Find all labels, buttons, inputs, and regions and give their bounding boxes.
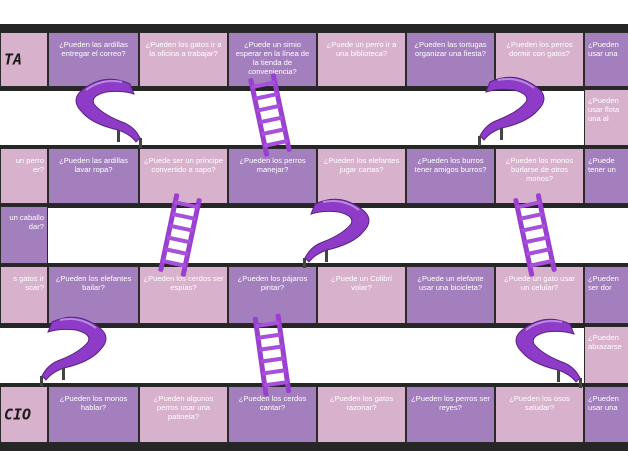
- board-square[interactable]: ¿Pueden los burros tener amigos burros?: [406, 148, 495, 204]
- board-square[interactable]: ¿Pueden los gatos razonar?: [317, 386, 406, 443]
- board-square[interactable]: un perro er?: [0, 148, 48, 204]
- board-square[interactable]: un caballo dar?: [0, 206, 48, 264]
- board-frame: [0, 263, 628, 268]
- finish-label-cell: TA: [0, 32, 48, 87]
- board-square[interactable]: ¿Puede un elefante usar una bicicleta?: [406, 266, 495, 324]
- ladder: [247, 72, 293, 158]
- board-square[interactable]: ¿Puede un perro ir a una biblioteca?: [317, 32, 406, 87]
- board-square[interactable]: ¿Pueden los perros ser reyes?: [406, 386, 495, 443]
- ladder: [252, 313, 292, 397]
- board-square[interactable]: ¿Puede ser un príncipe convertido a sapo…: [139, 148, 228, 204]
- boot-slide: [39, 316, 107, 387]
- board-frame-bottom: [0, 442, 628, 451]
- board-frame: [0, 323, 628, 328]
- board-square[interactable]: ¿Pueden los osos saludar?: [495, 386, 584, 443]
- board-square[interactable]: ¿Puede tener un: [584, 148, 628, 204]
- board-square[interactable]: ¿Pueden las tortugas organizar una fiest…: [406, 32, 495, 87]
- board-square[interactable]: ¿Pueden los perros dormir con gatos?: [495, 32, 584, 87]
- board-square[interactable]: ¿Pueden ser dor: [584, 266, 628, 324]
- board-square[interactable]: ¿Pueden los pájaros pintar?: [228, 266, 317, 324]
- start-label: CIO: [4, 405, 32, 423]
- board-square[interactable]: ¿Pueden los perros manejar?: [228, 148, 317, 204]
- board-square[interactable]: ¿Pueden los cerdos cantar?: [228, 386, 317, 443]
- board-square[interactable]: ¿Pueden las ardillas lavar ropa?: [48, 148, 139, 204]
- board-square[interactable]: ¿Puede un Colibrí volar?: [317, 266, 406, 324]
- board-square[interactable]: ¿Pueden los gatos ir a la oficina a trab…: [139, 32, 228, 87]
- board-square[interactable]: ¿Pueden los monos hablar?: [48, 386, 139, 443]
- board-square[interactable]: ¿Pueden usar una: [584, 32, 628, 87]
- board-square[interactable]: ¿Pueden abrazarse: [584, 326, 628, 384]
- board-square[interactable]: s gatos ir scar?: [0, 266, 48, 324]
- board-square[interactable]: ¿Pueden usar flota una al: [584, 89, 628, 146]
- finish-label: TA: [4, 50, 23, 68]
- board-square[interactable]: ¿Pueden los cerdos ser espías?: [139, 266, 228, 324]
- boot-slide: [477, 76, 545, 147]
- board-square[interactable]: ¿Pueden algunos perros usar una patineta…: [139, 386, 228, 443]
- board-square[interactable]: ¿Pueden los elefantes jugar cartas?: [317, 148, 406, 204]
- board-frame: [0, 383, 628, 388]
- ladder: [157, 192, 203, 278]
- boot-slide: [515, 318, 583, 389]
- start-label-cell: CIO: [0, 386, 48, 443]
- boot-slide: [75, 78, 143, 149]
- board-frame: [0, 145, 628, 150]
- board-square[interactable]: ¿Pueden usar una: [584, 386, 628, 443]
- boot-slide: [302, 198, 370, 269]
- board-frame: [0, 86, 628, 91]
- board-frame-top: [0, 24, 628, 34]
- ladder: [512, 192, 558, 278]
